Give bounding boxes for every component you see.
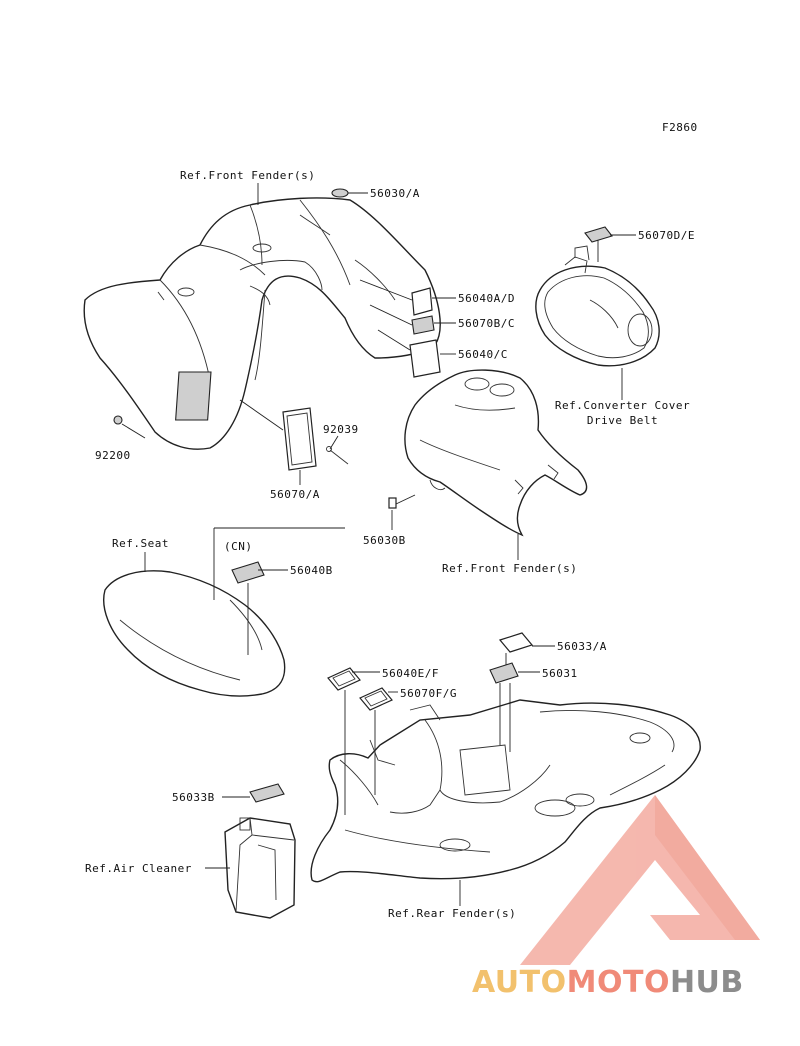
decal-56033a <box>498 632 534 653</box>
watermark-logo-icon <box>520 795 760 965</box>
label-56033b: 56033B <box>172 791 215 804</box>
watermark-text: AUTOMOTOHUB <box>472 965 744 1000</box>
decal-56040b <box>231 561 265 584</box>
label-56031: 56031 <box>542 667 578 680</box>
label-ref-converter-line1: Ref.Converter Cover <box>554 399 691 412</box>
decal-56040ad <box>411 287 433 316</box>
label-ref-converter-line2: Drive Belt <box>586 414 659 427</box>
label-ref-seat: Ref.Seat <box>112 537 169 550</box>
label-56070bc: 56070B/C <box>458 317 515 330</box>
label-ref-front-fender-bottom: Ref.Front Fender(s) <box>442 562 578 575</box>
label-56070a: 56070/A <box>270 488 320 501</box>
label-56030b: 56030B <box>363 534 406 547</box>
label-ref-converter-cover: Ref.Converter Cover Drive Belt <box>545 399 700 427</box>
front-fender-bottom-part <box>404 369 588 537</box>
decal-56033b <box>249 783 285 803</box>
seat-part <box>103 570 286 697</box>
decal-56031 <box>489 662 519 684</box>
label-cn: (CN) <box>224 540 253 553</box>
decal-56040ef <box>327 667 361 691</box>
label-56040c: 56040/C <box>458 348 508 361</box>
label-ref-air-cleaner: Ref.Air Cleaner <box>85 862 192 875</box>
label-92200: 92200 <box>95 449 131 462</box>
air-cleaner-part <box>224 817 296 919</box>
decal-56030a <box>331 188 349 198</box>
front-fender-top-part <box>83 197 441 450</box>
watermark-part-hub: HUB <box>669 965 744 1000</box>
washer-92200 <box>113 415 123 425</box>
converter-cover-part <box>535 245 660 367</box>
diagram-code: F2860 <box>662 121 698 134</box>
label-ref-front-fender-top: Ref.Front Fender(s) <box>180 169 316 182</box>
watermark-part-auto: AUTO <box>472 965 567 1000</box>
label-56033a: 56033/A <box>557 640 607 653</box>
decal-56040c <box>409 339 441 378</box>
decal-56070fg <box>359 687 393 711</box>
decal-56070a <box>282 407 317 471</box>
label-92039: 92039 <box>323 423 359 436</box>
label-56040ef: 56040E/F <box>382 667 439 680</box>
label-56070fg: 56070F/G <box>400 687 457 700</box>
decal-56070de <box>584 226 613 243</box>
watermark-part-moto: MOTO <box>566 965 670 1000</box>
decal-56030b <box>388 497 397 509</box>
leader-lines <box>121 183 636 906</box>
label-ref-rear-fender: Ref.Rear Fender(s) <box>388 907 517 920</box>
label-56030a: 56030/A <box>370 187 420 200</box>
screw-92039 <box>326 446 349 465</box>
label-56040b: 56040B <box>290 564 333 577</box>
rear-fender-part <box>310 699 701 883</box>
decal-56070bc <box>411 315 435 335</box>
label-56040ad: 56040A/D <box>458 292 515 305</box>
label-56070de: 56070D/E <box>638 229 695 242</box>
